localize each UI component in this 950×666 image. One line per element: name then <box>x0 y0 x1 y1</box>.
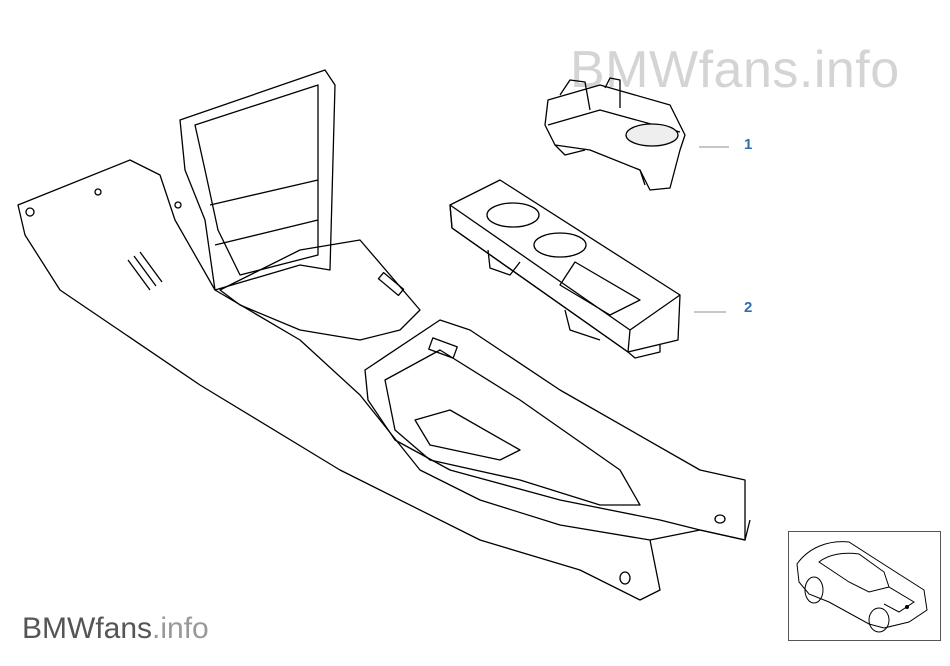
watermark-suffix: .info <box>798 41 900 99</box>
watermark-top: BMWfans.info <box>570 40 900 100</box>
center-console-drawing <box>17 69 751 601</box>
watermark-brand: BMWfans <box>570 41 799 99</box>
watermark-suffix: .info <box>152 612 209 645</box>
part-number-1[interactable]: 1 <box>744 136 753 153</box>
part-number-2[interactable]: 2 <box>744 299 753 316</box>
car-thumbnail[interactable] <box>788 531 941 641</box>
part-1-drawing <box>544 77 686 191</box>
leader-line-2 <box>694 311 726 313</box>
leader-line-1 <box>699 146 729 148</box>
car-outline-icon <box>796 541 928 633</box>
watermark-brand: BMWfans <box>22 612 153 645</box>
watermark-bottom: BMWfans.info <box>22 612 209 646</box>
part-2-drawing <box>449 179 681 359</box>
